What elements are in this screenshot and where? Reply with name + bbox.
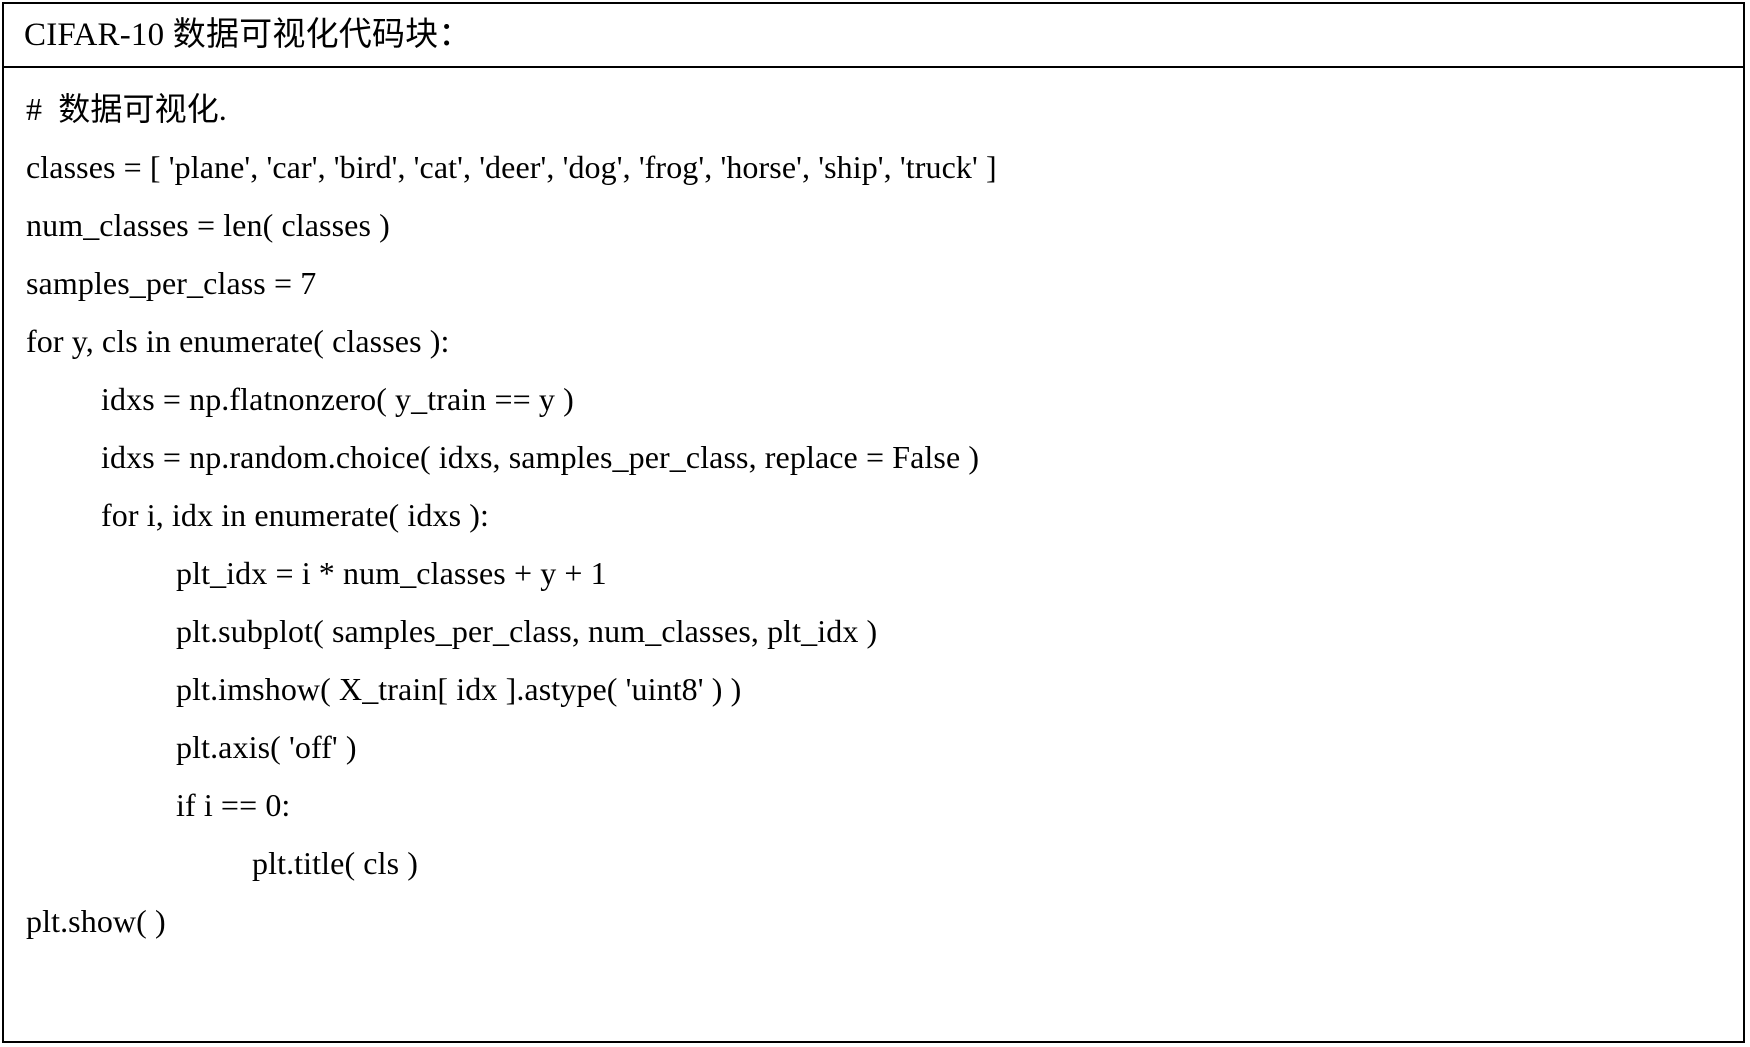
code-line: plt_idx = i * num_classes + y + 1 xyxy=(176,555,607,591)
code-line: # 数据可视化. xyxy=(26,91,227,127)
code-line: if i == 0: xyxy=(176,787,291,823)
code-line: for i, idx in enumerate( idxs ): xyxy=(101,497,489,533)
code-block-body: # 数据可视化. classes = [ 'plane', 'car', 'bir… xyxy=(4,68,1743,1041)
code-line: for y, cls in enumerate( classes ): xyxy=(26,323,450,359)
code-block-title: CIFAR-10 数据可视化代码块： xyxy=(24,16,472,53)
code-line: samples_per_class = 7 xyxy=(26,265,317,301)
code-line: plt.axis( 'off' ) xyxy=(176,729,357,765)
code-line: plt.subplot( samples_per_class, num_clas… xyxy=(176,613,878,649)
code-line: classes = [ 'plane', 'car', 'bird', 'cat… xyxy=(26,149,997,185)
code-line: plt.imshow( X_train[ idx ].astype( 'uint… xyxy=(176,671,742,707)
code-line: plt.show( ) xyxy=(26,903,166,939)
code-line: plt.title( cls ) xyxy=(252,845,419,881)
code-line: num_classes = len( classes ) xyxy=(26,207,390,243)
code-line: idxs = np.flatnonzero( y_train == y ) xyxy=(101,381,574,417)
code-line: idxs = np.random.choice( idxs, samples_p… xyxy=(101,439,980,475)
code-block-header-row: CIFAR-10 数据可视化代码块： xyxy=(4,4,1743,68)
code-lines-container: # 数据可视化. classes = [ 'plane', 'car', 'bir… xyxy=(4,80,1743,950)
